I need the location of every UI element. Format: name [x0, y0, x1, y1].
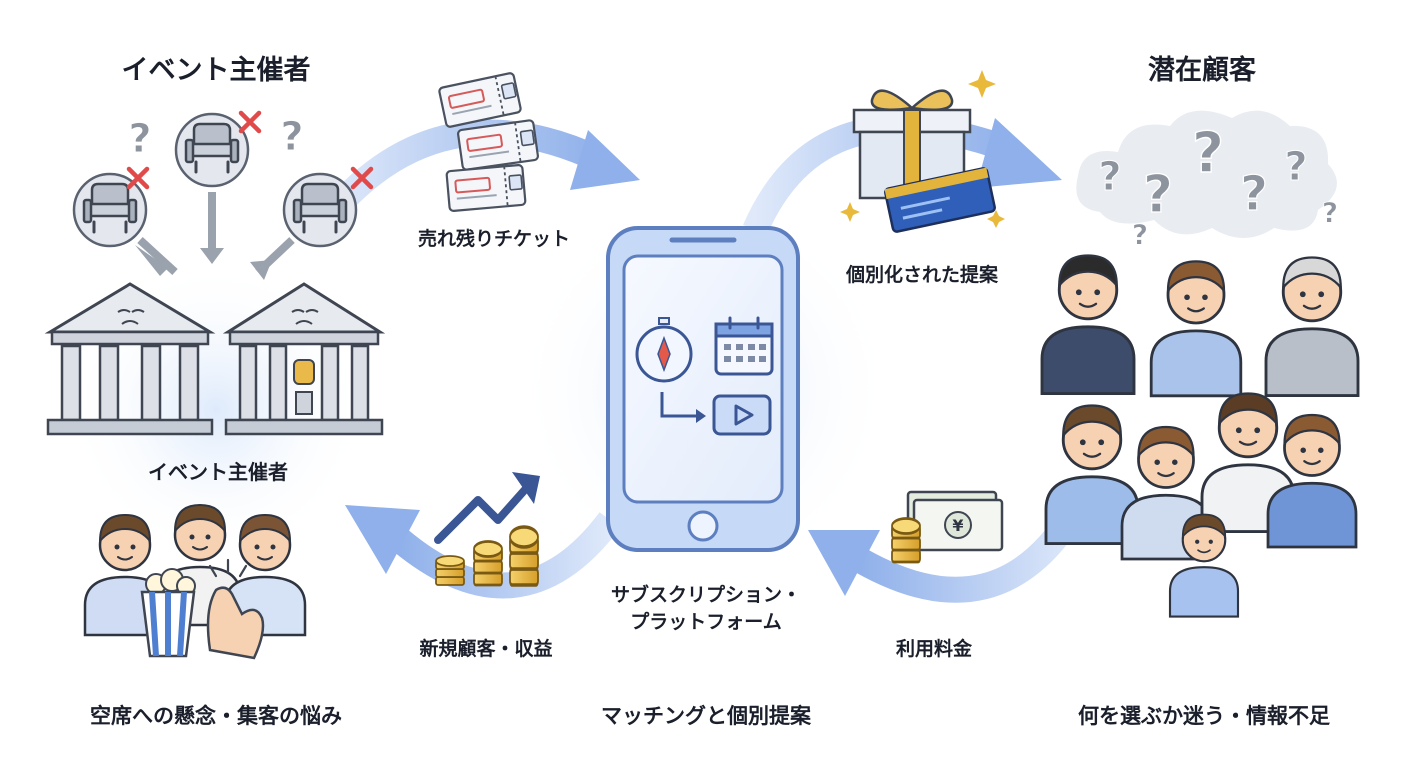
question-mark-icon [1192, 121, 1224, 186]
question-mark-icon [1098, 154, 1121, 200]
question-mark-icon [1322, 196, 1338, 229]
question-mark-icon [1284, 144, 1307, 190]
popcorn-icon [142, 569, 195, 656]
coin-stack-icon [436, 556, 464, 585]
coin-stack-icon [510, 527, 538, 585]
platform-role-label: マッチングと個別提案 [601, 700, 811, 730]
platform-label: サブスクリプション・ プラットフォーム [611, 582, 801, 636]
svg-text:¥: ¥ [952, 516, 963, 535]
platform-label-line2: プラットフォーム [611, 609, 801, 636]
clapping-hands-icon [208, 560, 263, 658]
person-icon [1042, 256, 1134, 394]
ticket-icon [446, 165, 525, 211]
question-mark-icon [1143, 165, 1173, 225]
play-button-icon [714, 396, 770, 434]
person-icon [1266, 258, 1358, 396]
question-mark-icon [1132, 218, 1148, 251]
personalized-offer-label: 個別化された提案 [846, 260, 998, 287]
empty-seat-icon-center [176, 114, 248, 186]
customer-title: 潜在顧客 [1148, 48, 1256, 87]
cross-mark-icon [129, 169, 147, 187]
ticket-icon [439, 73, 522, 128]
smartphone-icon [608, 228, 798, 550]
new-customers-revenue-label: 新規顧客・収益 [419, 634, 552, 661]
platform-label-line1: サブスクリプション・ [611, 582, 801, 609]
person-icon [1151, 261, 1241, 395]
question-cloud [1076, 111, 1338, 251]
question-mark-icon [128, 116, 151, 162]
coin-stack-icon [474, 542, 502, 586]
banknote-icon: ¥ [908, 492, 1002, 550]
coin-stack-icon [892, 519, 920, 563]
question-mark-icon [1240, 166, 1268, 222]
empty-seat-icon-right [284, 174, 356, 246]
customer-problem-label: 何を選ぶか迷う・情報不足 [1078, 700, 1330, 730]
unsold-tickets-label: 売れ残りチケット [418, 224, 570, 251]
organizer-problem-label: 空席への懸念・集客の悩み [90, 700, 342, 730]
usage-fee-label: 利用料金 [896, 634, 972, 661]
organizer-title: イベント主催者 [122, 48, 311, 87]
cross-mark-icon [241, 113, 259, 131]
question-mark-icon [280, 114, 303, 160]
calendar-icon [716, 318, 772, 374]
organizer-center-label: イベント主催者 [148, 456, 288, 485]
empty-seat-icon-left [74, 174, 146, 246]
